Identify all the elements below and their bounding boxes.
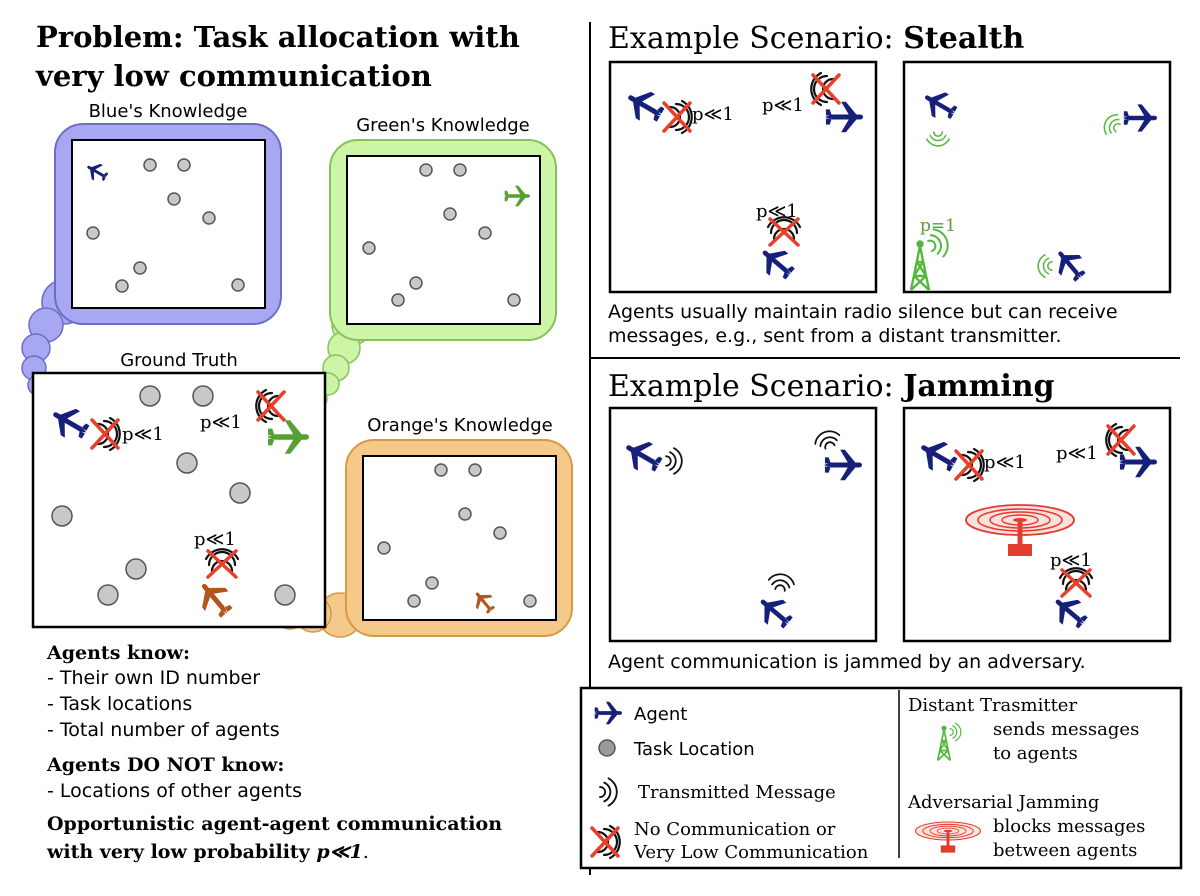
legend-agent-label: Agent	[634, 704, 687, 725]
stealth-right-map	[902, 60, 1172, 294]
green-knowledge-label: Green's Knowledge	[356, 115, 530, 136]
stealth-prob: p≪1	[756, 201, 798, 222]
gt-orange-prob: p≪1	[194, 529, 236, 550]
opportunistic-line-1: Opportunistic agent-agent communication	[47, 813, 502, 835]
blue-knowledge-label: Blue's Knowledge	[89, 101, 248, 122]
jamming-prob: p≪1	[984, 452, 1026, 473]
legend-jamming-title: Adversarial Jamming	[907, 792, 1099, 813]
opportunistic-line-2: with very low probability p≪1.	[46, 841, 369, 863]
legend-box	[579, 686, 1183, 870]
orange-knowledge-label: Orange's Knowledge	[367, 415, 553, 436]
agents-not-know-item: - Locations of other agents	[47, 780, 302, 802]
agents-not-know-heading: Agents DO NOT know:	[46, 754, 284, 776]
legend-transmitted-label: Transmitted Message	[638, 782, 836, 803]
green-knowledge-map	[346, 155, 541, 325]
jamming-prob: p≪1	[1050, 550, 1092, 571]
agents-know-item: - Total number of agents	[47, 719, 280, 741]
stealth-left-map	[608, 60, 878, 294]
jamming-caption: Agent communication is jammed by an adve…	[608, 651, 1086, 673]
legend-transmitter-line-2: to agents	[993, 743, 1078, 764]
legend-task-icon	[598, 739, 616, 757]
legend-jamming-line-2: between agents	[993, 840, 1137, 861]
stealth-p-equals-one: p=1	[920, 216, 956, 236]
legend-task-label: Task Location	[633, 739, 755, 760]
jamming-left-map	[608, 406, 878, 643]
legend-jamming-line-1: blocks messages	[993, 816, 1145, 837]
blue-knowledge-map	[71, 139, 266, 309]
gt-green-prob: p≪1	[200, 412, 242, 433]
legend-nocomm-label-2: Very Low Communication	[633, 842, 869, 863]
legend-transmitter-line-1: sends messages	[993, 719, 1139, 740]
orange-knowledge-map	[362, 455, 557, 621]
agents-know-item: - Task locations	[47, 693, 192, 715]
ground-truth-label: Ground Truth	[120, 350, 238, 371]
stealth-caption-line-2: messages, e.g., sent from a distant tran…	[608, 325, 1062, 347]
gt-blue-prob: p≪1	[122, 424, 164, 445]
title-line-1: Problem: Task allocation with	[36, 20, 520, 54]
legend-transmitter-title: Distant Trasmitter	[908, 695, 1077, 716]
stealth-prob: p≪1	[762, 95, 804, 116]
stealth-caption-line-1: Agents usually maintain radio silence bu…	[608, 301, 1118, 323]
jamming-prob: p≪1	[1056, 443, 1098, 464]
title-line-2: very low communication	[35, 59, 432, 93]
agents-know-item: - Their own ID number	[47, 667, 260, 689]
agents-know-heading: Agents know:	[46, 642, 190, 664]
stealth-heading: Example Scenario: Stealth	[608, 21, 1025, 56]
jamming-heading: Example Scenario: Jamming	[608, 369, 1055, 404]
stealth-prob: p≪1	[692, 104, 734, 125]
legend-nocomm-label-1: No Communication or	[634, 819, 836, 840]
